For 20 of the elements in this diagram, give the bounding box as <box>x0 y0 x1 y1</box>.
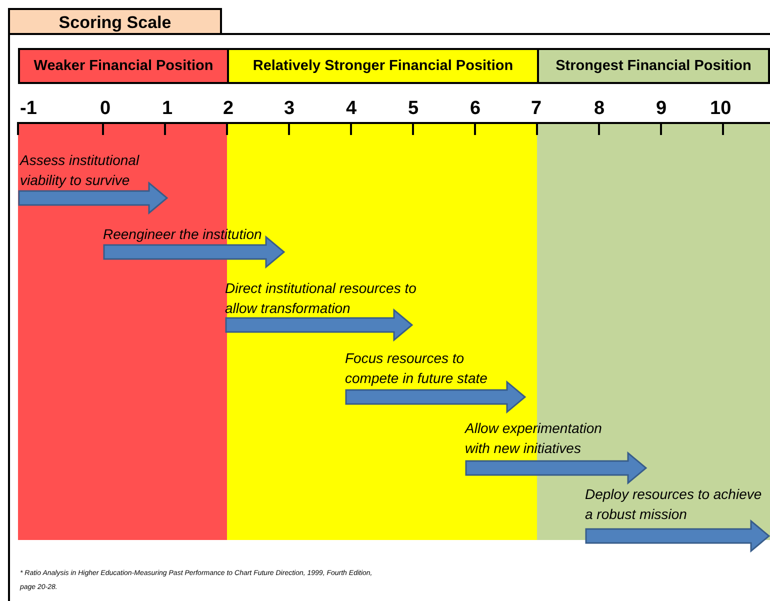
tick-label: 0 <box>100 98 111 120</box>
arrow-caption: Deploy resources to achieve a robust mission <box>585 485 763 524</box>
title-box: Scoring Scale <box>8 8 222 33</box>
tick-label: 4 <box>346 98 357 120</box>
tick-label: 3 <box>284 98 295 120</box>
pointed-range-bar <box>585 519 770 553</box>
band-header: Relatively Stronger Financial Position <box>227 48 539 84</box>
tick-label: 2 <box>223 98 234 120</box>
tick-label: 10 <box>710 98 732 120</box>
tick-label: 6 <box>470 98 481 120</box>
arrow-caption: Focus resources to compete in future state <box>345 349 488 388</box>
band-header: Weaker Financial Position <box>18 48 229 84</box>
tick-label: 9 <box>656 98 667 120</box>
tick-label: 8 <box>594 98 605 120</box>
tick-label: -1 <box>20 98 37 120</box>
tick-label: 1 <box>162 98 173 120</box>
tick-label: 5 <box>408 98 419 120</box>
tick-label: 7 <box>531 98 542 120</box>
arrow-caption: Assess institutional viability to survive <box>20 151 140 190</box>
band-header: Strongest Financial Position <box>537 48 770 84</box>
